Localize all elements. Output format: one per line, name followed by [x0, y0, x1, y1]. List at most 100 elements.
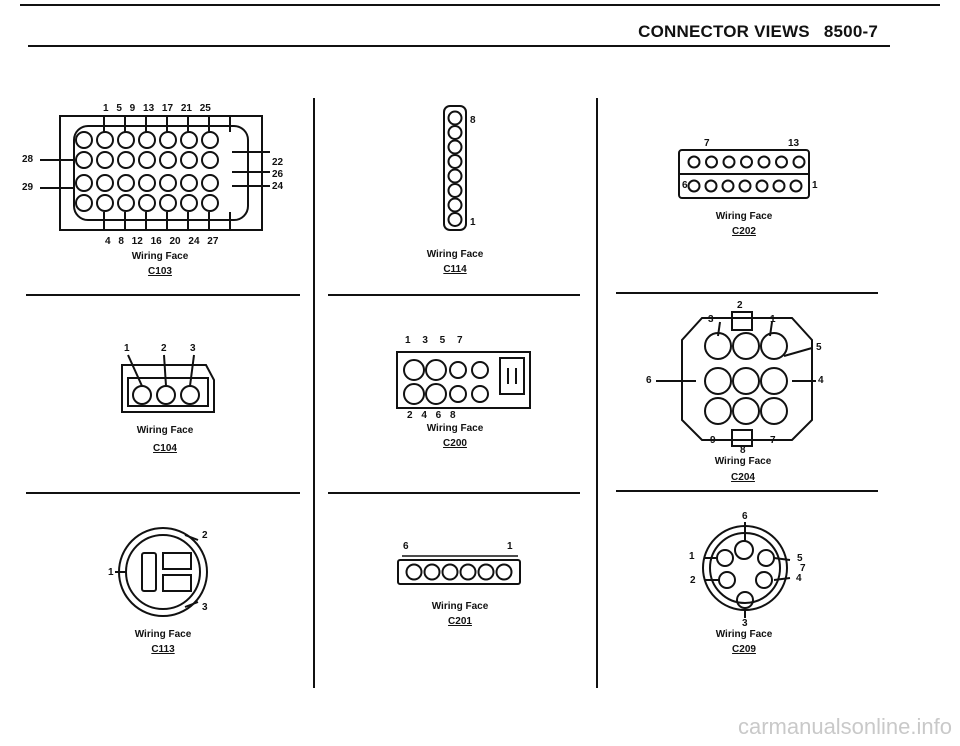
c201-cavity — [405, 563, 423, 581]
c104-pin-2: 2 — [161, 343, 167, 354]
c202-pin-6: 6 — [682, 180, 688, 191]
row-divider-c2-b — [328, 492, 580, 494]
c200-wiring-face: Wiring Face — [426, 423, 484, 434]
c103-top-pins: 1 5 9 13 17 21 25 — [103, 103, 211, 114]
c204-pin-2: 2 — [737, 300, 743, 311]
c103-cavity — [180, 151, 198, 169]
c103-id: C103 — [148, 266, 172, 277]
c103-wiring-face: Wiring Face — [131, 251, 189, 262]
c204-pin-5: 5 — [816, 342, 822, 353]
c204-cavity — [760, 397, 788, 425]
c204-wiring-face: Wiring Face — [714, 456, 772, 467]
c103-cavity — [75, 151, 93, 169]
c204-pin-6: 6 — [646, 375, 652, 386]
c202-wiring-face: Wiring Face — [715, 211, 773, 222]
c103-pin-grid — [75, 116, 231, 230]
c103-bottom-pins: 4 8 12 16 20 24 27 — [105, 236, 219, 247]
c113-pin-1: 1 — [108, 567, 114, 578]
c114-cavity — [447, 139, 463, 155]
row-divider-c2-a — [328, 294, 580, 296]
c202-cavity — [757, 155, 771, 169]
c104-wiring-face: Wiring Face — [136, 425, 194, 436]
c202-drawing — [678, 149, 810, 199]
c114-pin-1: 1 — [470, 217, 476, 228]
c103-cavity — [96, 174, 114, 192]
row-divider-c1-a — [26, 294, 300, 296]
c201-wiring-face: Wiring Face — [431, 601, 489, 612]
header-rule — [28, 45, 890, 47]
c103-pin-22: 22 — [272, 157, 284, 168]
c201-id: C201 — [448, 616, 472, 627]
c103-cavity — [201, 151, 219, 169]
c114-drawing — [443, 105, 467, 231]
c104-drawing — [121, 354, 215, 413]
c114-wiring-face: Wiring Face — [426, 249, 484, 260]
c201-cavity — [423, 563, 441, 581]
c103-pin-24: 24 — [272, 181, 284, 192]
c103-cavity — [180, 174, 198, 192]
c114-cavity — [447, 168, 463, 184]
c200-id: C200 — [443, 438, 467, 449]
c209-pin-5: 5 — [797, 553, 803, 564]
c104-id: C104 — [153, 443, 177, 454]
c114-cavity — [447, 212, 463, 227]
c103-pin-28: 28 — [22, 154, 34, 165]
column-divider-2 — [596, 98, 598, 688]
c204-cavity — [760, 332, 788, 360]
watermark: carmanualsonline.info — [737, 714, 952, 739]
c202-pin-13: 13 — [788, 138, 800, 149]
column-divider-1 — [313, 98, 315, 688]
c103-cavity — [117, 174, 135, 192]
c103-pin-29: 29 — [22, 182, 34, 193]
c114-cavity — [447, 197, 463, 213]
c201-cavity — [441, 563, 459, 581]
c113-pin-2: 2 — [202, 530, 208, 541]
c204-pin-3: 3 — [708, 314, 714, 325]
c209-pin-2: 2 — [690, 575, 696, 586]
c104-pin-1: 1 — [124, 343, 130, 354]
c202-cavity — [721, 179, 735, 193]
c209-pin-3: 3 — [742, 618, 748, 629]
c202-cavity — [792, 155, 806, 169]
c114-cavity — [447, 110, 463, 126]
c202-cavity — [687, 179, 701, 193]
c103-cavity — [117, 151, 135, 169]
c204-cavity — [732, 397, 760, 425]
page-title: CONNECTOR VIEWS — [638, 22, 810, 41]
c204-cavity — [732, 367, 760, 395]
c202-cavity — [775, 155, 788, 169]
c114-pin-8: 8 — [470, 115, 476, 126]
c204-pin-7: 7 — [770, 435, 776, 446]
c103-cavity — [75, 194, 93, 212]
c103-cavity — [159, 194, 177, 212]
c113-drawing — [115, 527, 208, 617]
c103-cavity — [138, 151, 156, 169]
c202-cavity — [687, 155, 701, 169]
page-header: CONNECTOR VIEWS 8500-7 — [638, 22, 878, 42]
c204-drawing — [656, 311, 816, 447]
page-number: 8500-7 — [823, 22, 878, 41]
c204-cavity — [704, 367, 732, 395]
c103-pin-26: 26 — [272, 169, 284, 180]
c209-pin-1: 1 — [689, 551, 695, 562]
c103-cavity — [96, 151, 114, 169]
c202-cavity — [789, 179, 803, 193]
c204-pin-4: 4 — [818, 375, 824, 386]
c103-cavity — [138, 174, 156, 192]
c201-cavity — [477, 563, 495, 581]
c114-cavity — [447, 154, 463, 169]
row-divider-c3-a — [616, 292, 878, 294]
top-rule — [20, 4, 940, 6]
c202-cavity — [705, 155, 718, 169]
c103-cavity — [159, 174, 177, 192]
c202-cavity — [740, 155, 753, 169]
c113-wiring-face: Wiring Face — [134, 629, 192, 640]
c103-cavity — [75, 174, 93, 192]
c209-wiring-face: Wiring Face — [715, 629, 773, 640]
row-divider-c1-b — [26, 492, 300, 494]
c202-cavity — [704, 179, 718, 193]
c209-pin-7: 7 — [800, 563, 806, 574]
c204-pin-8: 8 — [740, 445, 746, 456]
c209-pin-6: 6 — [742, 511, 748, 522]
c204-cavity — [732, 332, 760, 360]
